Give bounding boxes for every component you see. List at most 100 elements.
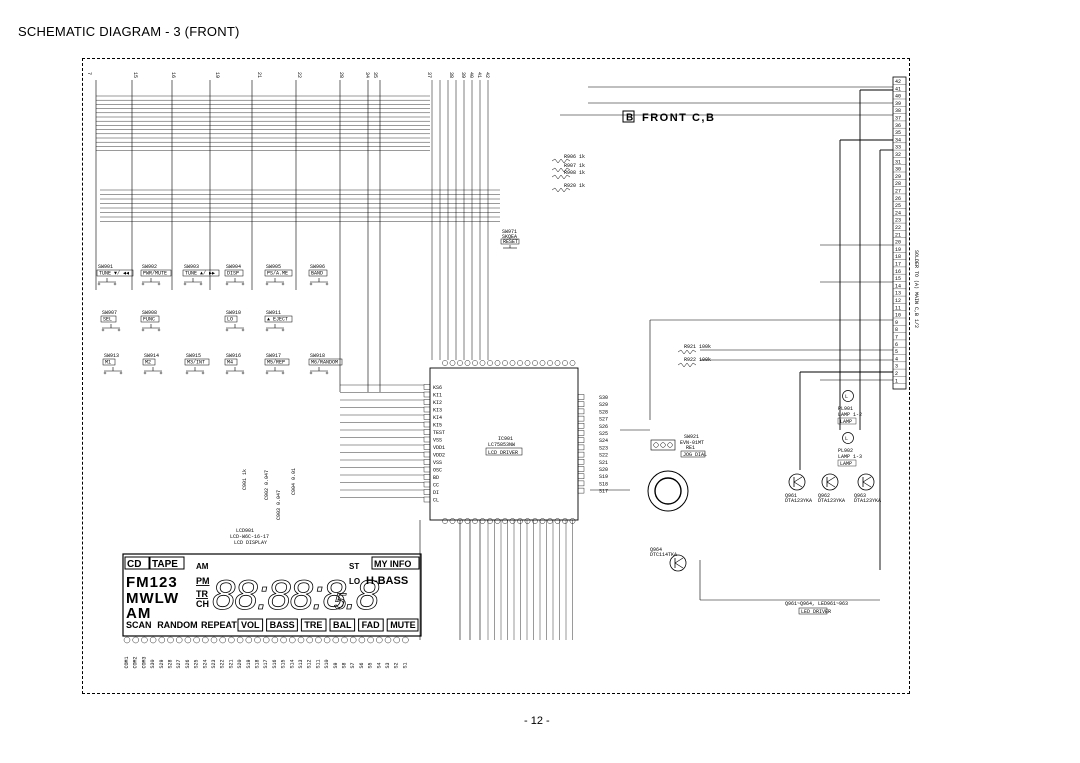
reset-part: SKQEA	[502, 234, 517, 240]
top-pin-label: 34	[364, 72, 370, 78]
switch-ref: SW905	[266, 264, 281, 270]
top-pin-label: 16	[170, 72, 176, 78]
lcd-ref: LCD901	[236, 528, 254, 534]
lcd-part: LCD-W6C-16-17	[230, 534, 269, 540]
lcd-box-label: BASS	[270, 620, 295, 630]
connector-pin-label: 17	[895, 262, 901, 268]
lcd-pin-label: S13	[298, 659, 304, 668]
switch-label: PS/A.ME	[267, 271, 288, 277]
connector-pin-label: 41	[895, 86, 901, 92]
ic-pin-label: S23	[599, 445, 608, 451]
switch-ref: SW910	[226, 310, 241, 316]
connector-pin-label: 15	[895, 276, 901, 282]
switch-ref: SW904	[226, 264, 241, 270]
ic-name: LCD DRIVER	[488, 450, 518, 456]
switch-label: M2	[145, 360, 151, 366]
ic-pin-label: S19	[599, 474, 608, 480]
ic-pin-label: S18	[599, 481, 608, 487]
board-letter: B	[626, 113, 633, 124]
ic-pin-label: VDD2	[433, 453, 445, 459]
connector-pin-label: 24	[895, 210, 901, 216]
switch-label: ▲ EJECT	[267, 317, 288, 323]
lamp-ref: PL901	[838, 406, 853, 412]
ic-pin-label: S24	[599, 438, 608, 444]
lcd-name: LCD DISPLAY	[234, 540, 267, 546]
switch-sw911: SW911▲ EJECT	[264, 310, 293, 332]
transistor-part: DTA123YKA	[785, 498, 812, 504]
led-note: Q961~Q964, LED961~963	[785, 601, 848, 607]
ic-ref: IC901	[498, 436, 513, 442]
capacitor-label: C901 1k	[242, 469, 248, 490]
connector-pin-label: 9	[895, 320, 898, 326]
connector-pin-label: 32	[895, 152, 901, 158]
switch-ref: SW902	[142, 264, 157, 270]
ic-pin-label: TEST	[433, 430, 445, 436]
switch-label: DISP	[227, 271, 239, 277]
resistor-ref: R907 1k	[564, 163, 585, 169]
connector-pin-label: 13	[895, 291, 901, 297]
transistor-part: DTA123YKA	[818, 498, 845, 504]
ic-lcd-driver: IC901 LC75853NW LCD DRIVER	[429, 367, 579, 521]
ic-pin-label: KS6	[433, 385, 442, 391]
top-pin-label: 19	[214, 72, 220, 78]
connector-pin-label: 29	[895, 174, 901, 180]
lcd-pin-label: S21	[228, 659, 234, 668]
board-label-group: B FRONT C,B	[622, 110, 714, 124]
front-board-outline	[82, 58, 910, 694]
lcd-pin-label: S8	[342, 662, 348, 668]
switch-ref: SW906	[310, 264, 325, 270]
connector-pin-label: 21	[895, 232, 901, 238]
lcd-pin-label: S28	[168, 659, 174, 668]
top-pin-label: 41	[476, 72, 482, 78]
connector-pin-label: 19	[895, 247, 901, 253]
lamp-name: LAMP	[840, 461, 852, 467]
lcd-pin-label: S11	[315, 659, 321, 668]
lcd-pin-label: S30	[150, 659, 156, 668]
lcd-pin-label: S1	[402, 662, 408, 668]
ic-pin-label: BD	[433, 475, 439, 481]
switch-label: TUNE ▼/ ◀◀	[99, 271, 129, 277]
connector-pin-label: 20	[895, 240, 901, 246]
lamp-ref: PL902	[838, 448, 853, 454]
switch-label: M5/REP	[267, 360, 285, 366]
ic-pin-label: CL	[433, 498, 439, 504]
switch-label: FUNC	[143, 317, 155, 323]
lcd-am-big: AM	[126, 605, 151, 622]
lcd-pin-label: S6	[359, 662, 365, 668]
connector-pin-label: 12	[895, 298, 901, 304]
lcd-pin-label: S26	[185, 659, 191, 668]
resistor-ref: R922 100k	[684, 357, 711, 363]
ic-pin-label: DI	[433, 490, 439, 496]
connector-pin-label: 31	[895, 159, 901, 165]
switch-ref: SW917	[266, 353, 281, 359]
connector-pin-label: 23	[895, 218, 901, 224]
lcd-pm: PM	[196, 576, 210, 586]
top-pin-label: 22	[296, 72, 302, 78]
ic-pin-label: S30	[599, 395, 608, 401]
ic-pin-label: CC	[433, 483, 439, 489]
switch-ref: SW916	[226, 353, 241, 359]
lcd-tr: TR	[196, 589, 208, 599]
lcd-pin-label: S24	[202, 659, 208, 668]
lcd-digit-tail: 5	[334, 589, 347, 614]
reset-label: RESET	[503, 239, 518, 245]
switch-label: M4	[227, 360, 233, 366]
top-pin-label: 40	[468, 72, 474, 78]
lamp-label: LAMP 1-2	[838, 412, 862, 418]
transistor-ref: Q961	[785, 493, 797, 499]
switch-ref: SW908	[142, 310, 157, 316]
lcd-st: ST	[349, 562, 359, 571]
page-title: SCHEMATIC DIAGRAM - 3 (FRONT)	[18, 24, 240, 39]
connector-pin-label: 2	[895, 371, 898, 377]
connector-pin-label: 22	[895, 225, 901, 231]
